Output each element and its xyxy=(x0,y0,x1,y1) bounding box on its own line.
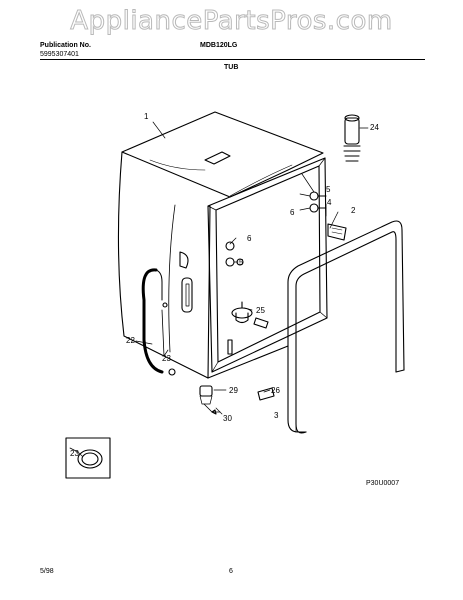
label-nut-left: 5 xyxy=(239,258,244,267)
label-tube: 3 xyxy=(274,411,279,420)
figure-code: P30U0007 xyxy=(366,480,400,487)
label-nut-right: 5 xyxy=(326,185,331,194)
label-vent: 25 xyxy=(256,306,265,315)
bracket-part xyxy=(327,223,347,241)
label-clamp: 23 xyxy=(162,354,171,363)
side-latch xyxy=(179,251,193,313)
label-part-29: 29 xyxy=(229,386,238,395)
leader-lines xyxy=(77,121,369,457)
small-parts-bottom xyxy=(199,385,275,415)
label-inset-clamp: 23 xyxy=(70,449,79,458)
vent-part xyxy=(227,301,269,355)
inset-box xyxy=(65,437,111,479)
hose-part xyxy=(141,268,176,376)
label-bolt-right: 6 xyxy=(290,208,295,217)
tub-front-frame xyxy=(207,157,328,373)
screw-set-right xyxy=(309,191,327,217)
publication-label: Publication No. xyxy=(40,42,91,49)
label-hose: 22 xyxy=(126,336,135,345)
float-cap-part xyxy=(343,114,361,162)
page-number: 6 xyxy=(229,568,233,575)
label-screw-top: 4 xyxy=(327,198,332,207)
label-clip: 26 xyxy=(271,386,280,395)
header-rule xyxy=(40,59,425,60)
label-part-30: 30 xyxy=(223,414,232,423)
label-tub: 1 xyxy=(144,112,149,121)
watermark-logo: AppliancePartsPros.com xyxy=(70,6,393,37)
label-float-cap: 24 xyxy=(370,123,379,132)
footer-date: 5/98 xyxy=(40,568,54,575)
section-title: TUB xyxy=(224,64,239,71)
tub-body xyxy=(117,111,324,379)
label-bolt-left: 6 xyxy=(247,234,252,243)
model-number: MDB120LG xyxy=(200,42,238,49)
publication-number: 5995307401 xyxy=(40,51,79,58)
label-bracket: 2 xyxy=(351,206,356,215)
tube-part xyxy=(287,220,405,434)
